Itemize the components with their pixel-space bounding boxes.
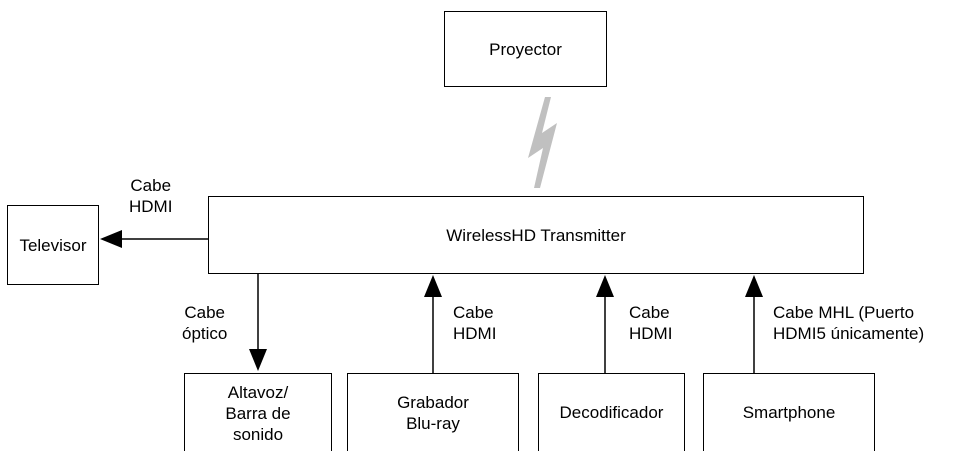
bluray-node: Grabador Blu-ray [347, 373, 519, 451]
decoder-cable-label: Cabe HDMI [629, 303, 673, 343]
bluray-cable-label: Cabe HDMI [453, 303, 497, 343]
decoder-arrowhead [596, 275, 614, 297]
smartphone-arrowhead [745, 275, 763, 297]
decoder-node: Decodificador [538, 373, 685, 451]
projector-node: Proyector [444, 11, 607, 87]
wireless-link-icon [528, 97, 557, 188]
bluray-arrowhead [424, 275, 442, 297]
tv-node: Televisor [7, 205, 99, 285]
speaker-arrowhead [249, 349, 267, 371]
tv-cable-label: Cabe HDMI [129, 176, 173, 216]
speaker-cable-label: Cabe óptico [182, 303, 228, 343]
smartphone-cable-label: Cabe MHL (Puerto HDMI5 únicamente) [773, 303, 925, 343]
transmitter-node: WirelessHD Transmitter [208, 196, 864, 274]
tv-arrowhead [100, 230, 122, 248]
smartphone-node: Smartphone [703, 373, 875, 451]
speaker-node: Altavoz/ Barra de sonido [184, 373, 332, 451]
